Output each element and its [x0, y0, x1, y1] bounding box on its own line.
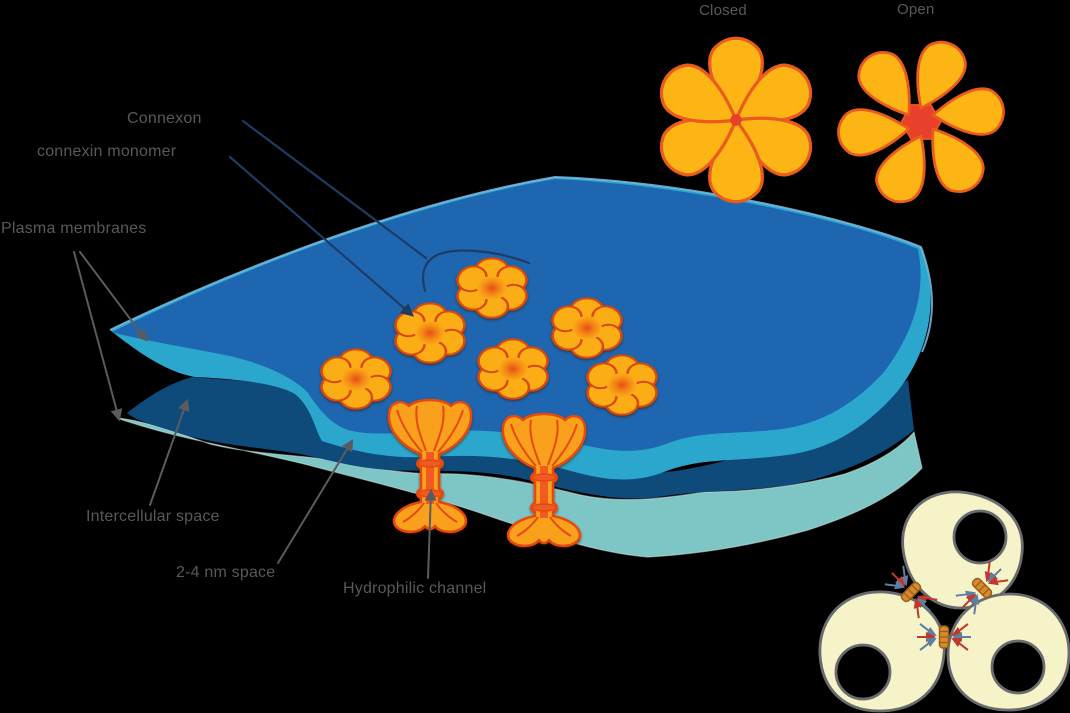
top-membrane-surface [112, 179, 921, 451]
leader-nm-space [277, 438, 354, 564]
gap-junction-bottom [917, 624, 971, 650]
leader-connexin-monomer [228, 155, 414, 317]
plasma-membrane-bottom [116, 377, 923, 558]
cell-cluster [818, 490, 1070, 713]
label-connexin-monomer: connexin monomer [37, 143, 177, 160]
cell-nucleus-hole [952, 509, 1008, 565]
top-membrane-edge-highlight [109, 175, 933, 353]
label-closed: Closed [699, 2, 747, 19]
label-connexon: Connexon [127, 110, 202, 127]
label-nm-space: 2-4 nm space [176, 564, 276, 581]
leader-plasma-membrane-top [79, 251, 148, 342]
cell-nucleus-hole [990, 639, 1046, 695]
label-plasma-membranes: Plasma membranes [1, 220, 147, 237]
label-intercellular-space: Intercellular space [86, 508, 220, 525]
leader-intercellular-space [149, 398, 190, 506]
label-open: Open [897, 1, 935, 18]
connexon-bracket [421, 249, 531, 293]
closed-connexon [650, 36, 822, 204]
cell-nucleus-hole [834, 643, 892, 701]
open-connexon [835, 33, 1007, 211]
leader-lines-navy [228, 119, 531, 317]
closed-pore [730, 114, 742, 126]
label-hydrophilic-channel: Hydrophilic channel [343, 580, 487, 597]
leader-lines [73, 251, 437, 579]
leader-connexon [241, 119, 428, 260]
leader-hydrophilic-channel [424, 488, 437, 579]
intercellular-space-surface [127, 377, 914, 499]
open-pore-center [908, 111, 934, 133]
leader-plasma-membrane-bottom [73, 251, 123, 422]
plasma-membrane-top [109, 175, 933, 480]
